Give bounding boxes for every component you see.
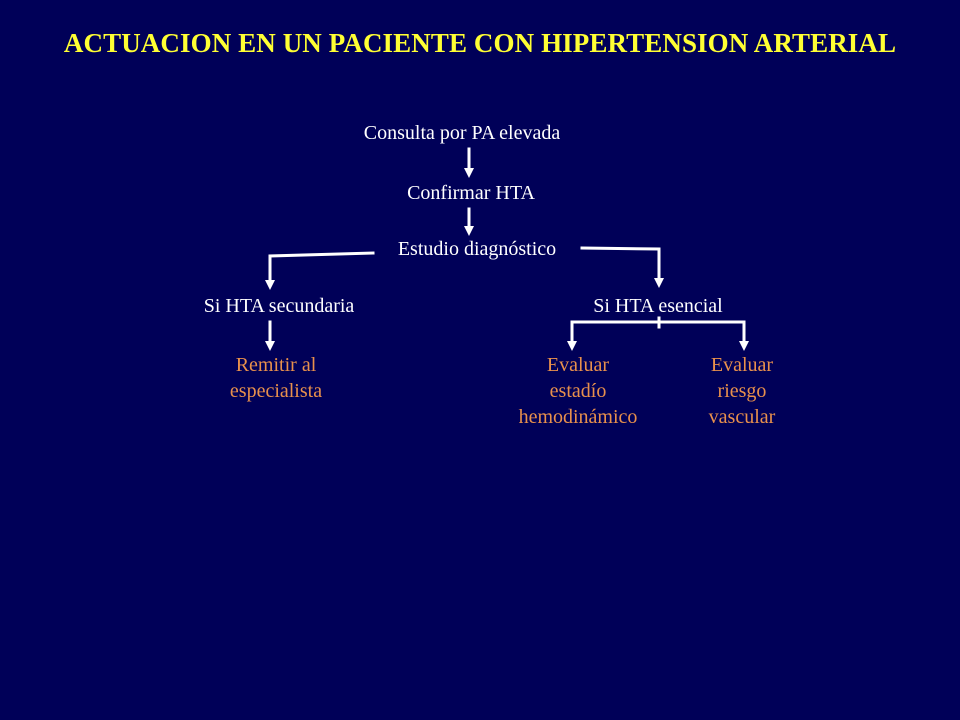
estadio-line-1: Evaluar	[546, 354, 610, 376]
arrowhead-estadio	[567, 341, 577, 351]
riesgo-line-1: Evaluar	[710, 354, 774, 376]
node-evaluar-estadio: Evaluar estadío hemodinámico	[496, 352, 660, 430]
estadio-line-3: hemodinámico	[518, 406, 638, 428]
arrowhead-secundaria	[265, 280, 275, 290]
arrowhead-riesgo	[739, 341, 749, 351]
node-consulta: Consulta por PA elevada	[363, 122, 561, 144]
arrowhead-estudio	[464, 226, 474, 236]
node-secundaria: Si HTA secundaria	[203, 295, 355, 317]
node-remitir: Remitir al especialista	[196, 352, 356, 404]
node-evaluar-riesgo: Evaluar riesgo vascular	[690, 352, 794, 430]
slide-title: ACTUACION EN UN PACIENTE CON HIPERTENSIO…	[63, 28, 897, 58]
branch-estudio-to-esencial	[580, 246, 661, 282]
estadio-line-2: estadío	[549, 380, 607, 402]
node-esencial: Si HTA esencial	[593, 295, 723, 317]
branch-estudio-to-secundaria	[268, 251, 375, 284]
remitir-line-2: especialista	[229, 380, 323, 402]
riesgo-line-3: vascular	[708, 406, 776, 428]
arrowhead-remitir	[265, 341, 275, 351]
arrowhead-confirmar	[464, 168, 474, 178]
branch-esencial-to-estadio	[570, 320, 661, 345]
node-confirmar: Confirmar HTA	[407, 182, 535, 204]
arrowhead-esencial	[654, 278, 664, 288]
node-estudio: Estudio diagnóstico	[397, 238, 557, 260]
riesgo-line-2: riesgo	[717, 380, 767, 402]
branch-esencial-to-riesgo	[657, 320, 746, 345]
remitir-line-1: Remitir al	[235, 354, 317, 376]
